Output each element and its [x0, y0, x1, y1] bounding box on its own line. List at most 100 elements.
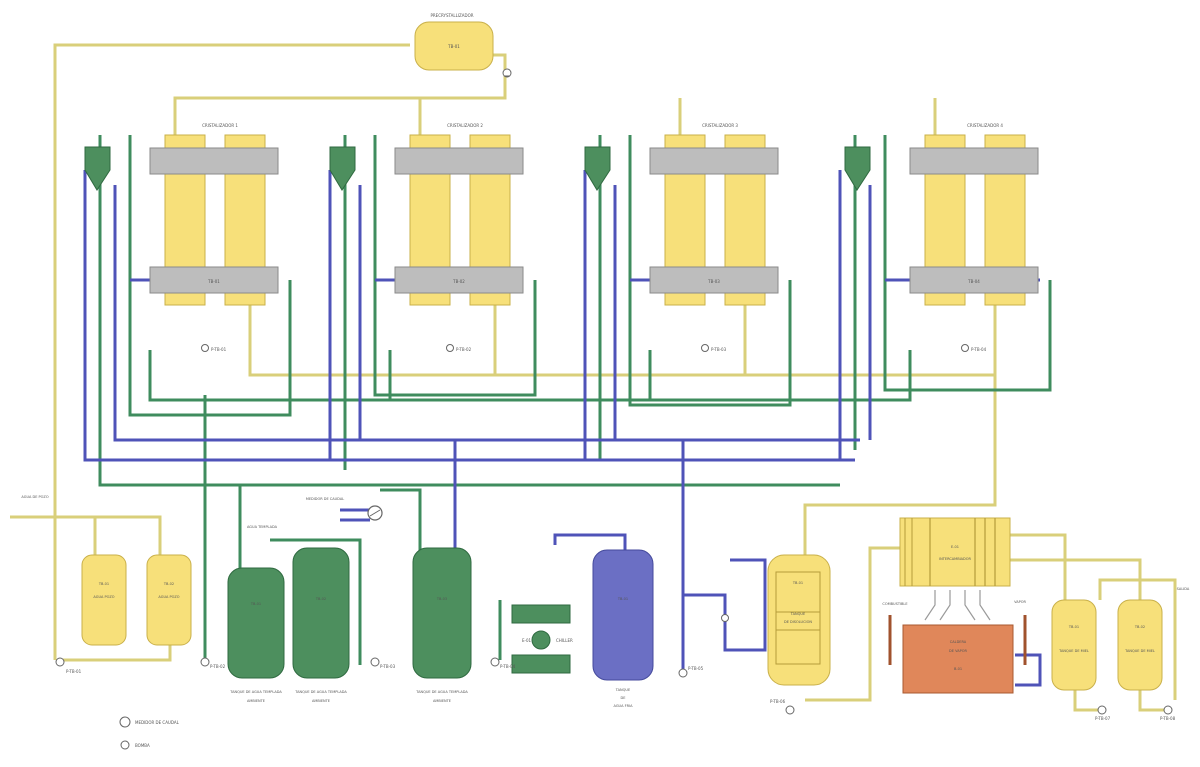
- valve-icon: [721, 614, 729, 622]
- honey-tank-name: TANQUE DE MIEL: [1124, 649, 1155, 653]
- boiler-left-label: COMBUSTIBLE: [882, 602, 907, 606]
- green-tank-caption: TANQUE DE AGUA TEMPLADA: [294, 690, 347, 694]
- blue-tank-caption: TANQUE: [615, 688, 630, 692]
- crystallizer-title: CRISTALIZADOR 3: [702, 123, 738, 128]
- green-tank-code: TB-02: [315, 597, 326, 601]
- flow-meter[interactable]: MEDIDOR DE CAUDAL: [306, 497, 383, 521]
- crystallizer-title: CRISTALIZADOR 1: [202, 123, 238, 128]
- pump-label: P-TB-07: [1095, 716, 1111, 721]
- pump-icon[interactable]: P-TB-01: [55, 657, 82, 674]
- green-tank-2[interactable]: TB-02 TANQUE DE AGUA TEMPLADA AMBIENTE: [292, 547, 350, 703]
- reactor-title: TANQUE: [790, 612, 805, 616]
- crystallizer-title: CRISTALIZADOR 2: [447, 123, 483, 128]
- pump-icon[interactable]: P-TB-05: [678, 666, 704, 678]
- pump-label: P-TB-04: [500, 664, 516, 669]
- legend-item: BOMBA: [120, 740, 150, 750]
- green-tank-caption: TANQUE DE AGUA TEMPLADA: [229, 690, 282, 694]
- blue-tank-caption2: DE: [621, 696, 626, 700]
- crystallizer-header-label: TB-04: [967, 279, 980, 284]
- blue-tank-caption3: AGUA FRIA: [614, 704, 634, 708]
- pump-icon[interactable]: P-TB-04: [490, 657, 516, 669]
- water-tank-1[interactable]: TB-01 AGUA POZO: [81, 554, 127, 646]
- pump-icon[interactable]: P-TB-08: [1160, 705, 1176, 721]
- bottom-pumps: P-TB-01 P-TB-02 P-TB-03 P-TB-04 P-TB-05 …: [55, 657, 1176, 721]
- pump-label: P-TB-05: [688, 666, 704, 671]
- cold-water-tank[interactable]: TB-01 TANQUE DE AGUA FRIA: [592, 549, 654, 708]
- pump-label: P-TB-03: [711, 347, 727, 352]
- crystallizer-header-label: TB-01: [207, 279, 220, 284]
- pump-icon[interactable]: P-TB-02: [200, 657, 226, 669]
- precrystallizer-tank[interactable]: PRECRYSTALLIZADOR TB-01: [414, 13, 494, 71]
- pump-icon[interactable]: P-TB-03: [370, 657, 396, 669]
- crystallizer-title: CRISTALIZADOR 4: [967, 123, 1003, 128]
- pump-label: P-TB-03: [380, 664, 396, 669]
- pump-icon[interactable]: P-TB-07: [1095, 705, 1111, 721]
- crystallizer-unit-3[interactable]: CRISTALIZADOR 3 TB-03 P-TB-03: [584, 123, 779, 352]
- agua-templada-label: AGUA TEMPLADA: [247, 525, 278, 529]
- crystallizer-header-label: TB-02: [452, 279, 465, 284]
- green-tank-caption2: AMBIENTE: [312, 699, 330, 703]
- chiller-label: CHILLER: [556, 638, 573, 643]
- crystallizer-unit-1[interactable]: CRISTALIZADOR 1 TB-01 P-TB-01: [84, 123, 279, 352]
- pump-label: P-TB-06: [770, 699, 786, 704]
- pump-label: P-TB-02: [210, 664, 226, 669]
- inlet-label: AGUA DE POZO: [21, 495, 48, 499]
- exchanger-subtitle: INTERCAMBIADOR: [939, 557, 971, 561]
- boiler-right-label: VAPOR: [1014, 600, 1026, 604]
- pipes-yellow: [10, 43, 1177, 712]
- green-tank-code: TB-01: [250, 602, 261, 606]
- honey-tank-2[interactable]: TB-02 TANQUE DE MIEL: [1117, 599, 1163, 691]
- pump-icon: [120, 740, 130, 750]
- honey-tank-1[interactable]: TB-01 TANQUE DE MIEL: [1051, 599, 1097, 691]
- green-tank-caption2: AMBIENTE: [247, 699, 265, 703]
- crystallizer-unit-2[interactable]: CRISTALIZADOR 2 TB-02 P-TB-02: [329, 123, 524, 352]
- crystallizer-header-label: TB-03: [707, 279, 720, 284]
- gauge-label: MEDIDOR DE CAUDAL: [306, 497, 344, 501]
- precrystallizer-title: PRECRYSTALLIZADOR: [430, 13, 473, 18]
- pump-icon[interactable]: P-TB-06: [770, 699, 795, 715]
- right-top-label: SALIDA: [1177, 587, 1190, 591]
- honey-tank-name: TANQUE DE MIEL: [1058, 649, 1089, 653]
- pump-icon: [502, 68, 512, 78]
- green-tank-3[interactable]: TB-03 TANQUE DE AGUA TEMPLADA AMBIENTE: [412, 547, 472, 703]
- reactor-subtitle: DE DISOLUCION: [784, 620, 812, 624]
- blue-tank-code: TB-01: [617, 597, 628, 601]
- legend-text: MEDIDOR DE CAUDAL: [135, 720, 180, 725]
- water-tank-name: AGUA POZO: [158, 595, 179, 599]
- green-tank-caption: TANQUE DE AGUA TEMPLADA: [415, 690, 468, 694]
- boiler-title: CALDERA: [950, 640, 967, 644]
- boiler-code: B-01: [954, 667, 962, 671]
- pump-label: P-TB-01: [211, 347, 227, 352]
- pump-label: P-TB-02: [456, 347, 472, 352]
- legend-text: BOMBA: [135, 743, 150, 748]
- reactor-code: TB-01: [792, 581, 803, 585]
- water-tank-name: AGUA POZO: [93, 595, 114, 599]
- precrystallizer-label: TB-01: [447, 44, 460, 49]
- pump-label: P-TB-04: [971, 347, 987, 352]
- pump-label: P-TB-08: [1160, 716, 1176, 721]
- chiller[interactable]: E-01 CHILLER: [511, 604, 573, 674]
- dissolution-tank[interactable]: TB-01 TANQUE DE DISOLUCION: [767, 554, 831, 686]
- pipes-green: [98, 135, 1052, 665]
- legend: MEDIDOR DE CAUDAL BOMBA: [119, 716, 180, 750]
- flow-meter-icon: [119, 716, 131, 728]
- heat-exchanger[interactable]: E-01 INTERCAMBIADOR: [899, 517, 1011, 587]
- water-tank-2[interactable]: TB-02 AGUA POZO: [146, 554, 192, 646]
- boiler[interactable]: CALDERA DE VAPOR B-01 COMBUSTIBLE VAPOR: [882, 600, 1027, 694]
- legend-item: MEDIDOR DE CAUDAL: [119, 716, 180, 728]
- inlet: AGUA DE POZO: [21, 495, 48, 499]
- crystallizer-unit-4[interactable]: CRISTALIZADOR 4 TB-04 P-TB-04: [844, 123, 1039, 352]
- honey-tank-code: TB-02: [1134, 625, 1145, 629]
- green-tank-code: TB-03: [436, 597, 447, 601]
- pump-label: P-TB-01: [66, 669, 82, 674]
- exchanger-code: E-01: [951, 545, 959, 549]
- boiler-subtitle: DE VAPOR: [949, 649, 967, 653]
- green-tank-1[interactable]: TB-01 TANQUE DE AGUA TEMPLADA AMBIENTE: [227, 567, 285, 703]
- honey-tank-code: TB-01: [1068, 625, 1079, 629]
- water-tank-code: TB-01: [98, 582, 109, 586]
- chiller-code: E-01: [522, 638, 532, 643]
- green-tank-caption2: AMBIENTE: [433, 699, 451, 703]
- water-tank-code: TB-02: [163, 582, 174, 586]
- chiller-icon: [531, 630, 551, 650]
